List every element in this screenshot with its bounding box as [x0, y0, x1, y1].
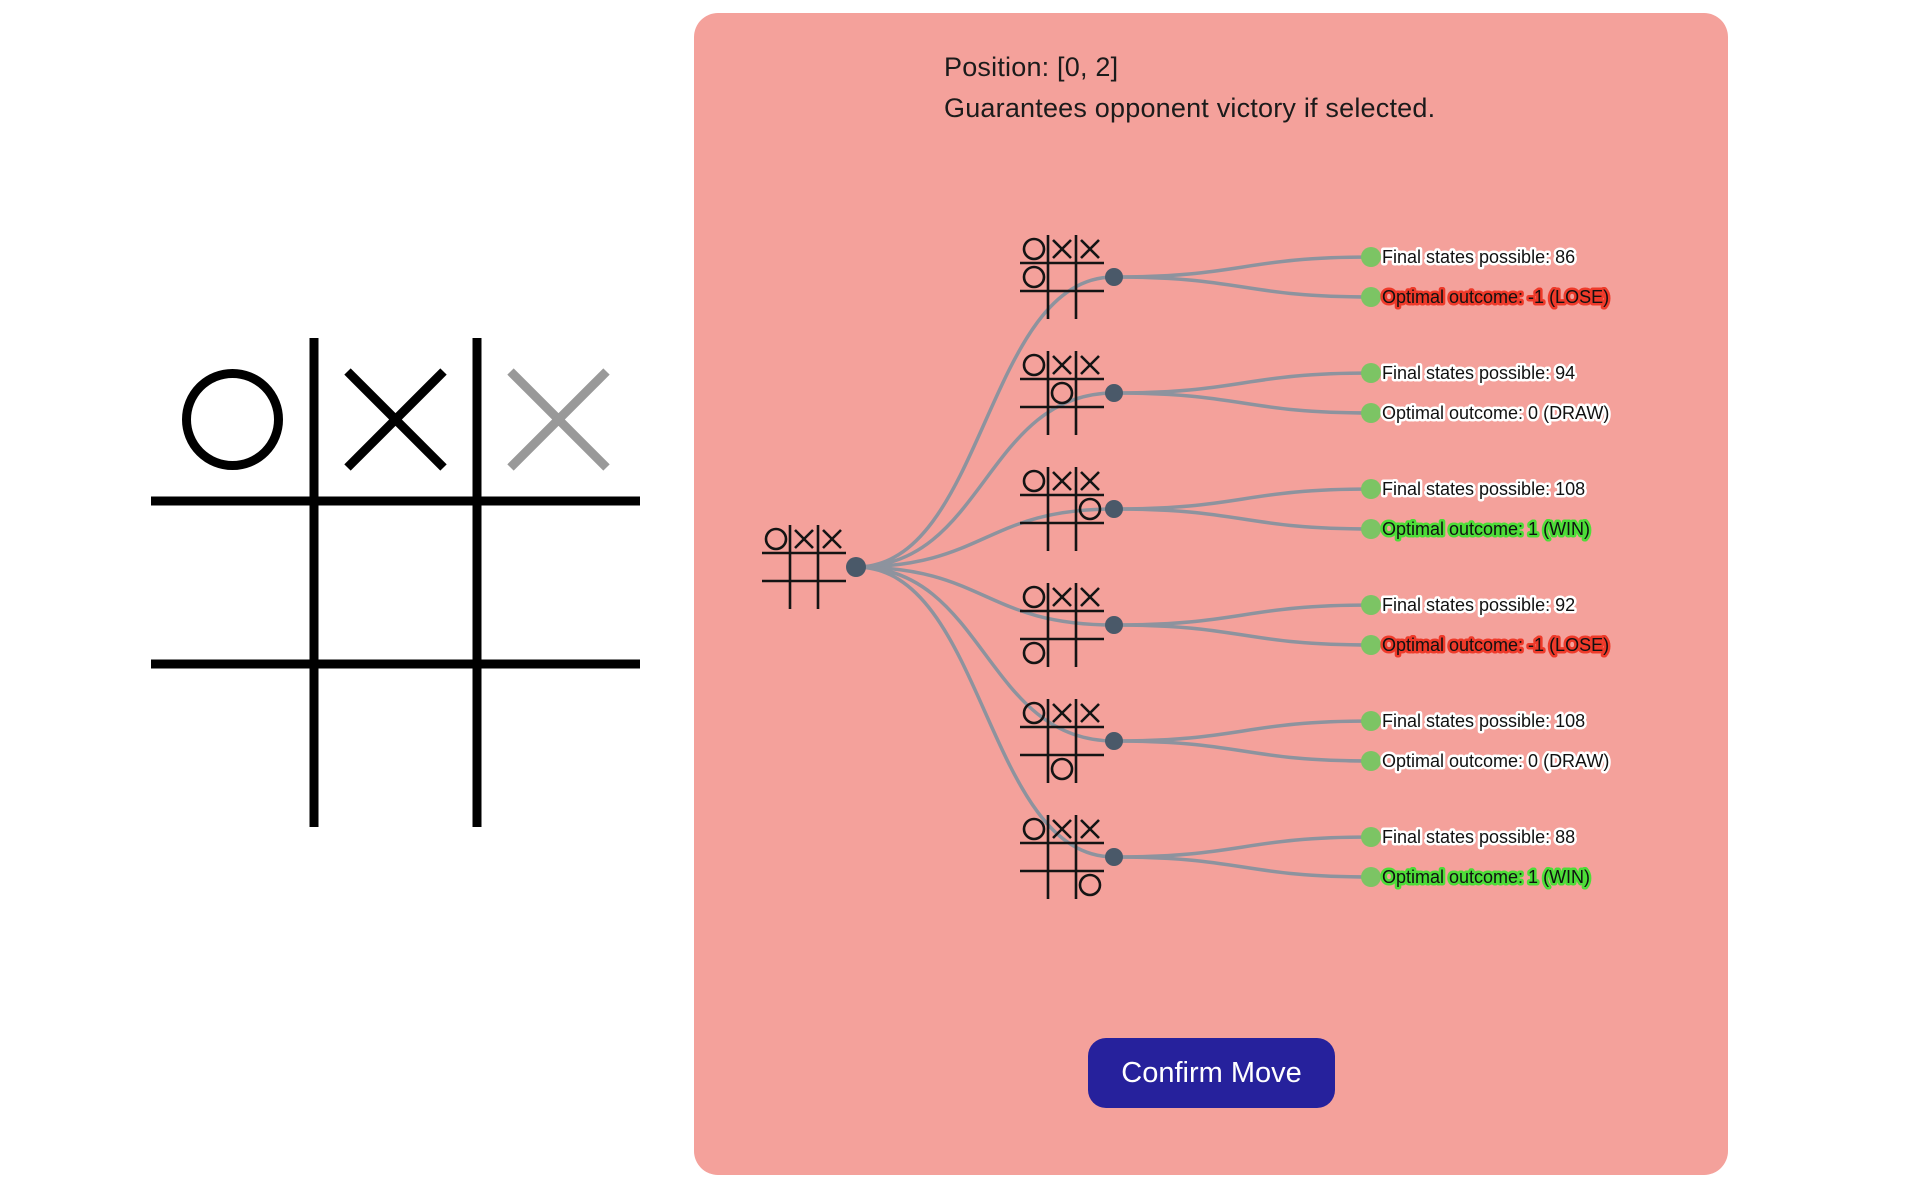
tree-node-dot [1105, 848, 1123, 866]
label-dot [1361, 635, 1381, 655]
label-dot [1361, 287, 1381, 307]
o-symbol [1022, 237, 1046, 261]
tree-link [1113, 835, 1372, 859]
x-symbol [1080, 587, 1100, 607]
tree-child-board[interactable] [1020, 467, 1104, 551]
x-symbol [1080, 239, 1100, 259]
final-states-label: Final states possible: 108 [1382, 479, 1585, 499]
x-symbol [344, 368, 447, 471]
tree-link [855, 507, 1115, 569]
optimal-outcome-label: Optimal outcome: 0 (DRAW) [1382, 751, 1609, 771]
tree-node-dot [1105, 268, 1123, 286]
label-dot [1361, 519, 1381, 539]
tree-node-dot [1105, 500, 1123, 518]
label-dot [1361, 403, 1381, 423]
x-symbol [1080, 471, 1100, 491]
confirm-move-button[interactable]: Confirm Move [1088, 1038, 1335, 1108]
tree-root-dot [846, 557, 866, 577]
o-symbol [1078, 873, 1102, 897]
tree-child-board[interactable] [1020, 235, 1104, 319]
tree-link [1113, 255, 1372, 279]
o-symbol [1022, 817, 1046, 841]
o-symbol [764, 527, 788, 551]
o-symbol [1050, 757, 1074, 781]
x-symbol [1080, 703, 1100, 723]
x-symbol [1052, 355, 1072, 375]
optimal-outcome-label: Optimal outcome: 0 (DRAW) [1382, 403, 1609, 423]
x-symbol [507, 368, 610, 471]
tree-node-dot [1105, 616, 1123, 634]
main-board-grid[interactable] [151, 338, 640, 827]
tree-link [1113, 603, 1372, 627]
optimal-outcome-label: Optimal outcome: -1 (LOSE) [1382, 287, 1609, 307]
tree-link [1113, 719, 1372, 743]
tree-link [1113, 275, 1372, 299]
x-symbol [794, 529, 814, 549]
optimal-outcome-label: Optimal outcome: 1 (WIN) [1382, 519, 1590, 539]
label-dot [1361, 867, 1381, 887]
label-dot [1361, 479, 1381, 499]
x-symbol [1080, 819, 1100, 839]
label-dot [1361, 751, 1381, 771]
main-tictactoe-board[interactable] [140, 330, 680, 870]
x-symbol [1052, 703, 1072, 723]
final-states-label: Final states possible: 94 [1382, 363, 1575, 383]
o-symbol [1050, 381, 1074, 405]
tree-child-board[interactable] [1020, 699, 1104, 783]
x-symbol [822, 529, 842, 549]
final-states-label: Final states possible: 86 [1382, 247, 1575, 267]
o-symbol [1022, 265, 1046, 289]
optimal-outcome-label: Optimal outcome: -1 (LOSE) [1382, 635, 1609, 655]
label-dot [1361, 363, 1381, 383]
o-symbol [1022, 469, 1046, 493]
final-states-label: Final states possible: 88 [1382, 827, 1575, 847]
o-symbol [182, 369, 283, 470]
tree-root-board [762, 525, 846, 609]
tree-child-board[interactable] [1020, 815, 1104, 899]
tree-node-dot [1105, 384, 1123, 402]
optimal-outcome-label: Optimal outcome: 1 (WIN) [1382, 867, 1590, 887]
label-dot [1361, 827, 1381, 847]
final-states-label: Final states possible: 108 [1382, 711, 1585, 731]
x-symbol [1052, 471, 1072, 491]
x-symbol [1080, 355, 1100, 375]
o-symbol [1022, 701, 1046, 725]
position-label: Position: [0, 2] [944, 52, 1119, 82]
x-symbol [1052, 587, 1072, 607]
tree-child-board[interactable] [1020, 351, 1104, 435]
x-symbol [1052, 819, 1072, 839]
label-dot [1361, 711, 1381, 731]
tree-link [1113, 391, 1372, 415]
tree-child-board[interactable] [1020, 583, 1104, 667]
final-states-label: Final states possible: 92 [1382, 595, 1575, 615]
tree-node-dot [1105, 732, 1123, 750]
tree-link [1113, 371, 1372, 395]
label-dot [1361, 595, 1381, 615]
tree-link [1113, 507, 1372, 531]
tree-link [855, 565, 1115, 743]
o-symbol [1022, 585, 1046, 609]
o-symbol [1078, 497, 1102, 521]
panel-header: Position: [0, 2] Guarantees opponent vic… [944, 47, 1435, 129]
tree-link [1113, 855, 1372, 879]
tree-link [855, 565, 1115, 859]
game-tree: Final states possible: 86 Optimal outcom… [762, 235, 1612, 899]
tree-link [1113, 623, 1372, 647]
o-symbol [1022, 353, 1046, 377]
warning-text: Guarantees opponent victory if selected. [944, 93, 1436, 123]
tree-link [855, 565, 1115, 627]
analysis-panel: Position: [0, 2] Guarantees opponent vic… [694, 13, 1728, 1175]
tree-link [1113, 487, 1372, 511]
x-symbol [1052, 239, 1072, 259]
tree-link [855, 275, 1115, 569]
label-dot [1361, 247, 1381, 267]
o-symbol [1022, 641, 1046, 665]
tree-link [1113, 739, 1372, 763]
